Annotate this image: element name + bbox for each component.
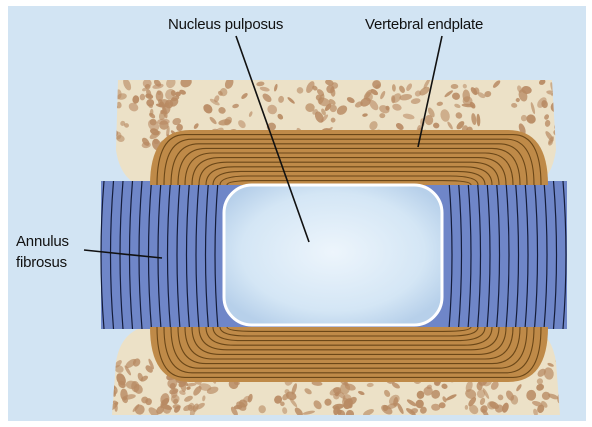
lower-vertebral-endplate [150,327,548,382]
bone-speckle [145,398,152,405]
bone-speckle [451,84,459,89]
label-annulus-fibrosus-line1: Annulus [16,233,69,251]
label-vertebral-endplate: Vertebral endplate [365,16,483,34]
bone-speckle [477,382,483,391]
label-annulus-fibrosus-line2: fibrosus [16,254,67,272]
upper-vertebral-endplate [150,130,548,185]
label-nucleus-pulposus: Nucleus pulposus [168,16,283,34]
nucleus-pulposus [224,185,442,325]
bone-speckle [465,405,468,410]
